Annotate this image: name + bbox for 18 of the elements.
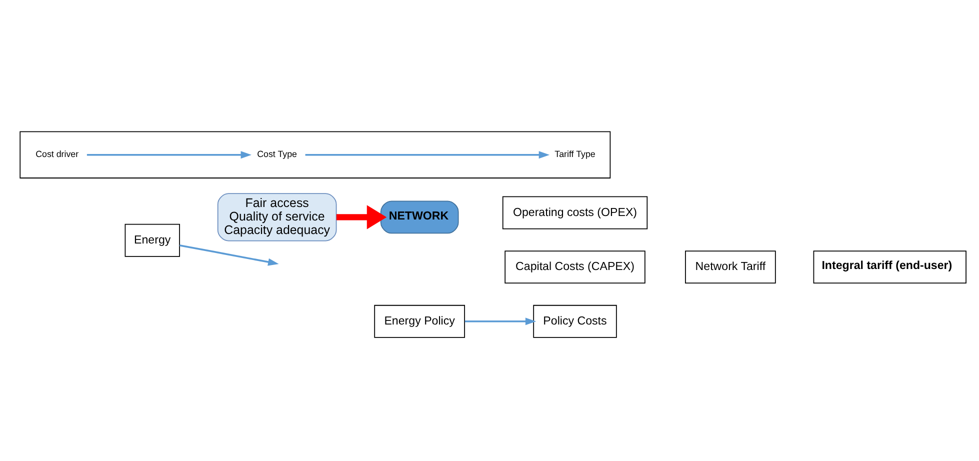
node-text: Cost Type: [257, 148, 298, 159]
node-box: Energy: [124, 223, 180, 256]
cluster: [20, 130, 611, 178]
node-box: Operating costs (OPEX): [502, 196, 648, 229]
node-box: Network Tariff: [685, 250, 776, 284]
arrow: [336, 204, 387, 229]
arrow: [305, 150, 550, 158]
node-text: Tariff Type: [554, 148, 596, 159]
node-box: Capital Costs (CAPEX): [504, 250, 646, 284]
arrow: [86, 150, 252, 158]
node-box: Integral tariff (end-user): [813, 250, 966, 284]
node-box: NETWORK: [380, 200, 459, 234]
node-text: Cost driver: [36, 148, 79, 159]
node-box: Fair access Quality of service Capacity adequacy: [217, 192, 337, 241]
node-box: Energy Policy: [374, 304, 465, 338]
node-box: Policy Costs: [533, 304, 617, 338]
arrow: [464, 317, 536, 325]
arrow: [179, 244, 279, 266]
